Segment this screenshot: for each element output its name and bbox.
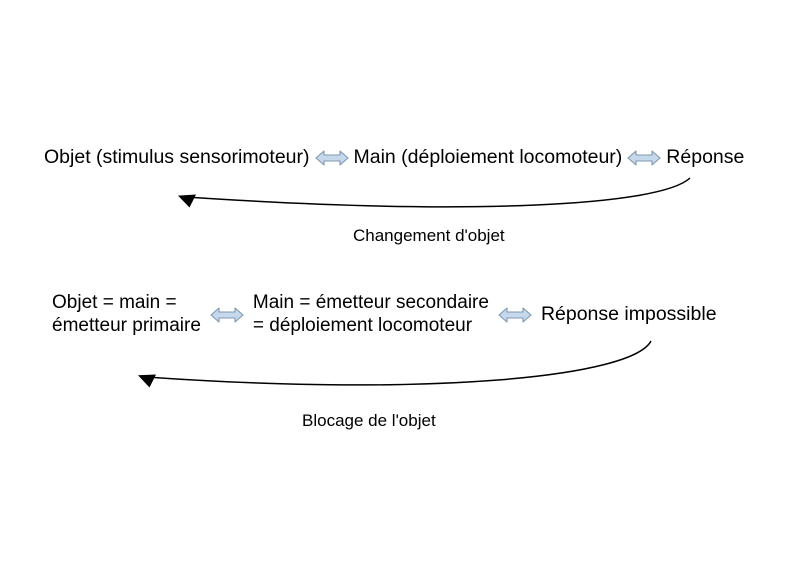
double-arrow-icon <box>201 306 253 324</box>
caption-blocage-objet: Blocage de l'objet <box>302 411 436 430</box>
double-arrow-icon <box>310 149 354 167</box>
diagram-row-blocked: Objet = main = émetteur primaire Main = … <box>52 292 717 338</box>
curved-arrow-left-icon <box>138 340 652 388</box>
node-objet-main-emetteur-primaire: Objet = main = émetteur primaire <box>52 292 201 336</box>
node-main-deploiement: Main (déploiement locomoteur) <box>353 146 623 168</box>
diagram-row-normal: Objet (stimulus sensorimoteur) Main (dép… <box>44 146 744 169</box>
node-objet-stimulus: Objet (stimulus sensorimoteur) <box>44 146 310 168</box>
node-reponse: Réponse <box>666 146 745 168</box>
node-reponse-impossible: Réponse impossible <box>540 303 717 326</box>
double-arrow-icon <box>489 306 541 324</box>
caption-changement-objet: Changement d'objet <box>353 226 505 245</box>
double-arrow-icon <box>622 149 666 167</box>
curved-arrow-left-icon <box>178 177 691 208</box>
node-main-emetteur-secondaire: Main = émetteur secondaire = déploiement… <box>252 292 489 336</box>
